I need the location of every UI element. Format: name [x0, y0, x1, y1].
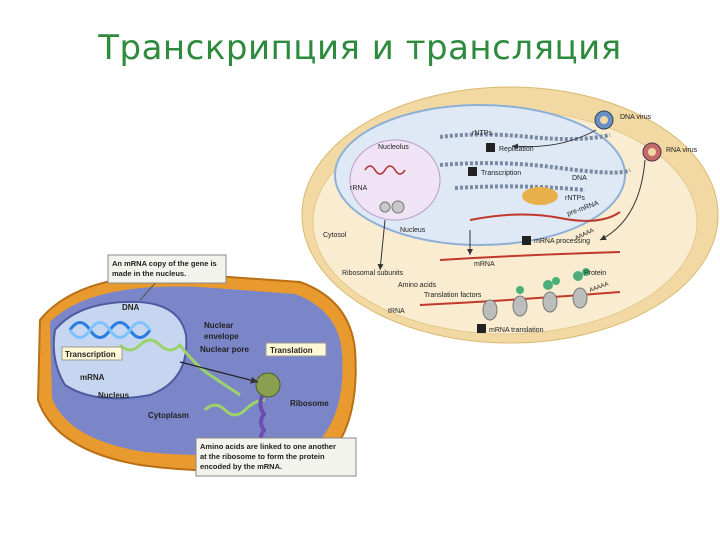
label-mrna-translation: mRNA translation [489, 327, 544, 334]
dna-helix-b [68, 321, 152, 339]
rna-polymerase [522, 187, 558, 205]
step-badge-2 [522, 236, 531, 245]
mrna-cytosol [439, 251, 621, 261]
arrow-nucleolus-down [377, 219, 386, 271]
label-nuclear-envelope-2: envelope [204, 332, 239, 341]
left-cell-diagram: An mRNA copy of the gene is made in the … [36, 254, 357, 477]
right-nucleolus [349, 139, 441, 221]
pre-mrna-strand [469, 211, 621, 222]
ribosome-subunit-large [391, 200, 405, 214]
label-nuclear-pore: Nuclear pore [200, 345, 249, 354]
translation-tag [265, 342, 327, 357]
label-translation: Translation [270, 346, 313, 355]
label-cytosol: Cytosol [323, 232, 347, 239]
label-dna-virus: DNA virus [620, 114, 652, 121]
label-transcription: Transcription [481, 170, 521, 177]
label-transcription: Transcription [65, 350, 116, 359]
label-mrna: mRNA [80, 373, 105, 382]
label-mrna: mRNA [474, 261, 495, 268]
dna-strand-replication [439, 132, 611, 142]
label-amino-acids: Amino acids [398, 282, 437, 289]
label-nucleus: Nucleus [98, 391, 130, 400]
label-mrna-processing: mRNA processing [534, 238, 590, 245]
ribosome-chain [482, 287, 588, 321]
left-mrna-strand [118, 338, 241, 397]
virus-rna [642, 142, 662, 162]
dna-strand-transcription [439, 161, 632, 175]
label-nuclear-envelope-1: Nuclear [204, 321, 233, 330]
top-callout-text: An mRNA copy of the gene is made in the … [112, 259, 219, 278]
label-replication: Replication [499, 146, 534, 153]
protein-clusters [516, 268, 590, 294]
label-rrna: rRNA [350, 185, 367, 192]
label-cytoplasm: Cytoplasm [148, 411, 189, 420]
label-ribosome: Ribosome [290, 399, 329, 408]
label-translation-factors: Translation factors [424, 292, 482, 299]
label-dna: DNA [572, 175, 587, 182]
step-badge-4 [486, 143, 495, 152]
step-badge-1 [468, 167, 477, 176]
label-nucleolus: Nucleolus [378, 144, 409, 151]
rrna-squiggle [364, 165, 406, 175]
left-arrow-to-ribosome [179, 361, 259, 384]
step-2-label: 2 [524, 237, 529, 246]
step-4-label: 4 [488, 144, 493, 153]
dna-strand-lower [454, 184, 586, 192]
top-callout-box [107, 254, 227, 284]
right-cell-diagram: 4 1 2 3 DNA virus RNA virus rNTPs Replic… [301, 86, 719, 344]
label-rntps: rNTPs [472, 130, 492, 137]
bottom-callout-text: Amino acids are linked to one another at… [200, 442, 338, 471]
label-dna: DNA [122, 303, 140, 312]
left-mrna-cyto [203, 398, 266, 417]
ribosome-subunit-small [379, 201, 391, 213]
arrow-virus-dna [511, 129, 597, 150]
left-ribosome [255, 372, 281, 398]
arrow-virus-rna [599, 159, 646, 241]
step-3-label: 3 [479, 325, 484, 334]
label-rna-virus: RNA virus [666, 147, 698, 154]
label-rntps-2: rNTPs [565, 195, 585, 202]
label-trna: tRNA [388, 308, 405, 315]
transcription-tag [61, 346, 123, 361]
label-protein: Protein [584, 270, 606, 277]
label-ribosomal-subunits: Ribosomal subunits [342, 270, 404, 277]
step-badge-3 [477, 324, 486, 333]
page-title: Транскрипция и трансляция [98, 28, 622, 68]
bottom-callout-box [195, 437, 357, 477]
step-1-label: 1 [470, 168, 475, 177]
label-nucleus: Nucleus [400, 227, 426, 234]
virus-dna [594, 110, 614, 130]
